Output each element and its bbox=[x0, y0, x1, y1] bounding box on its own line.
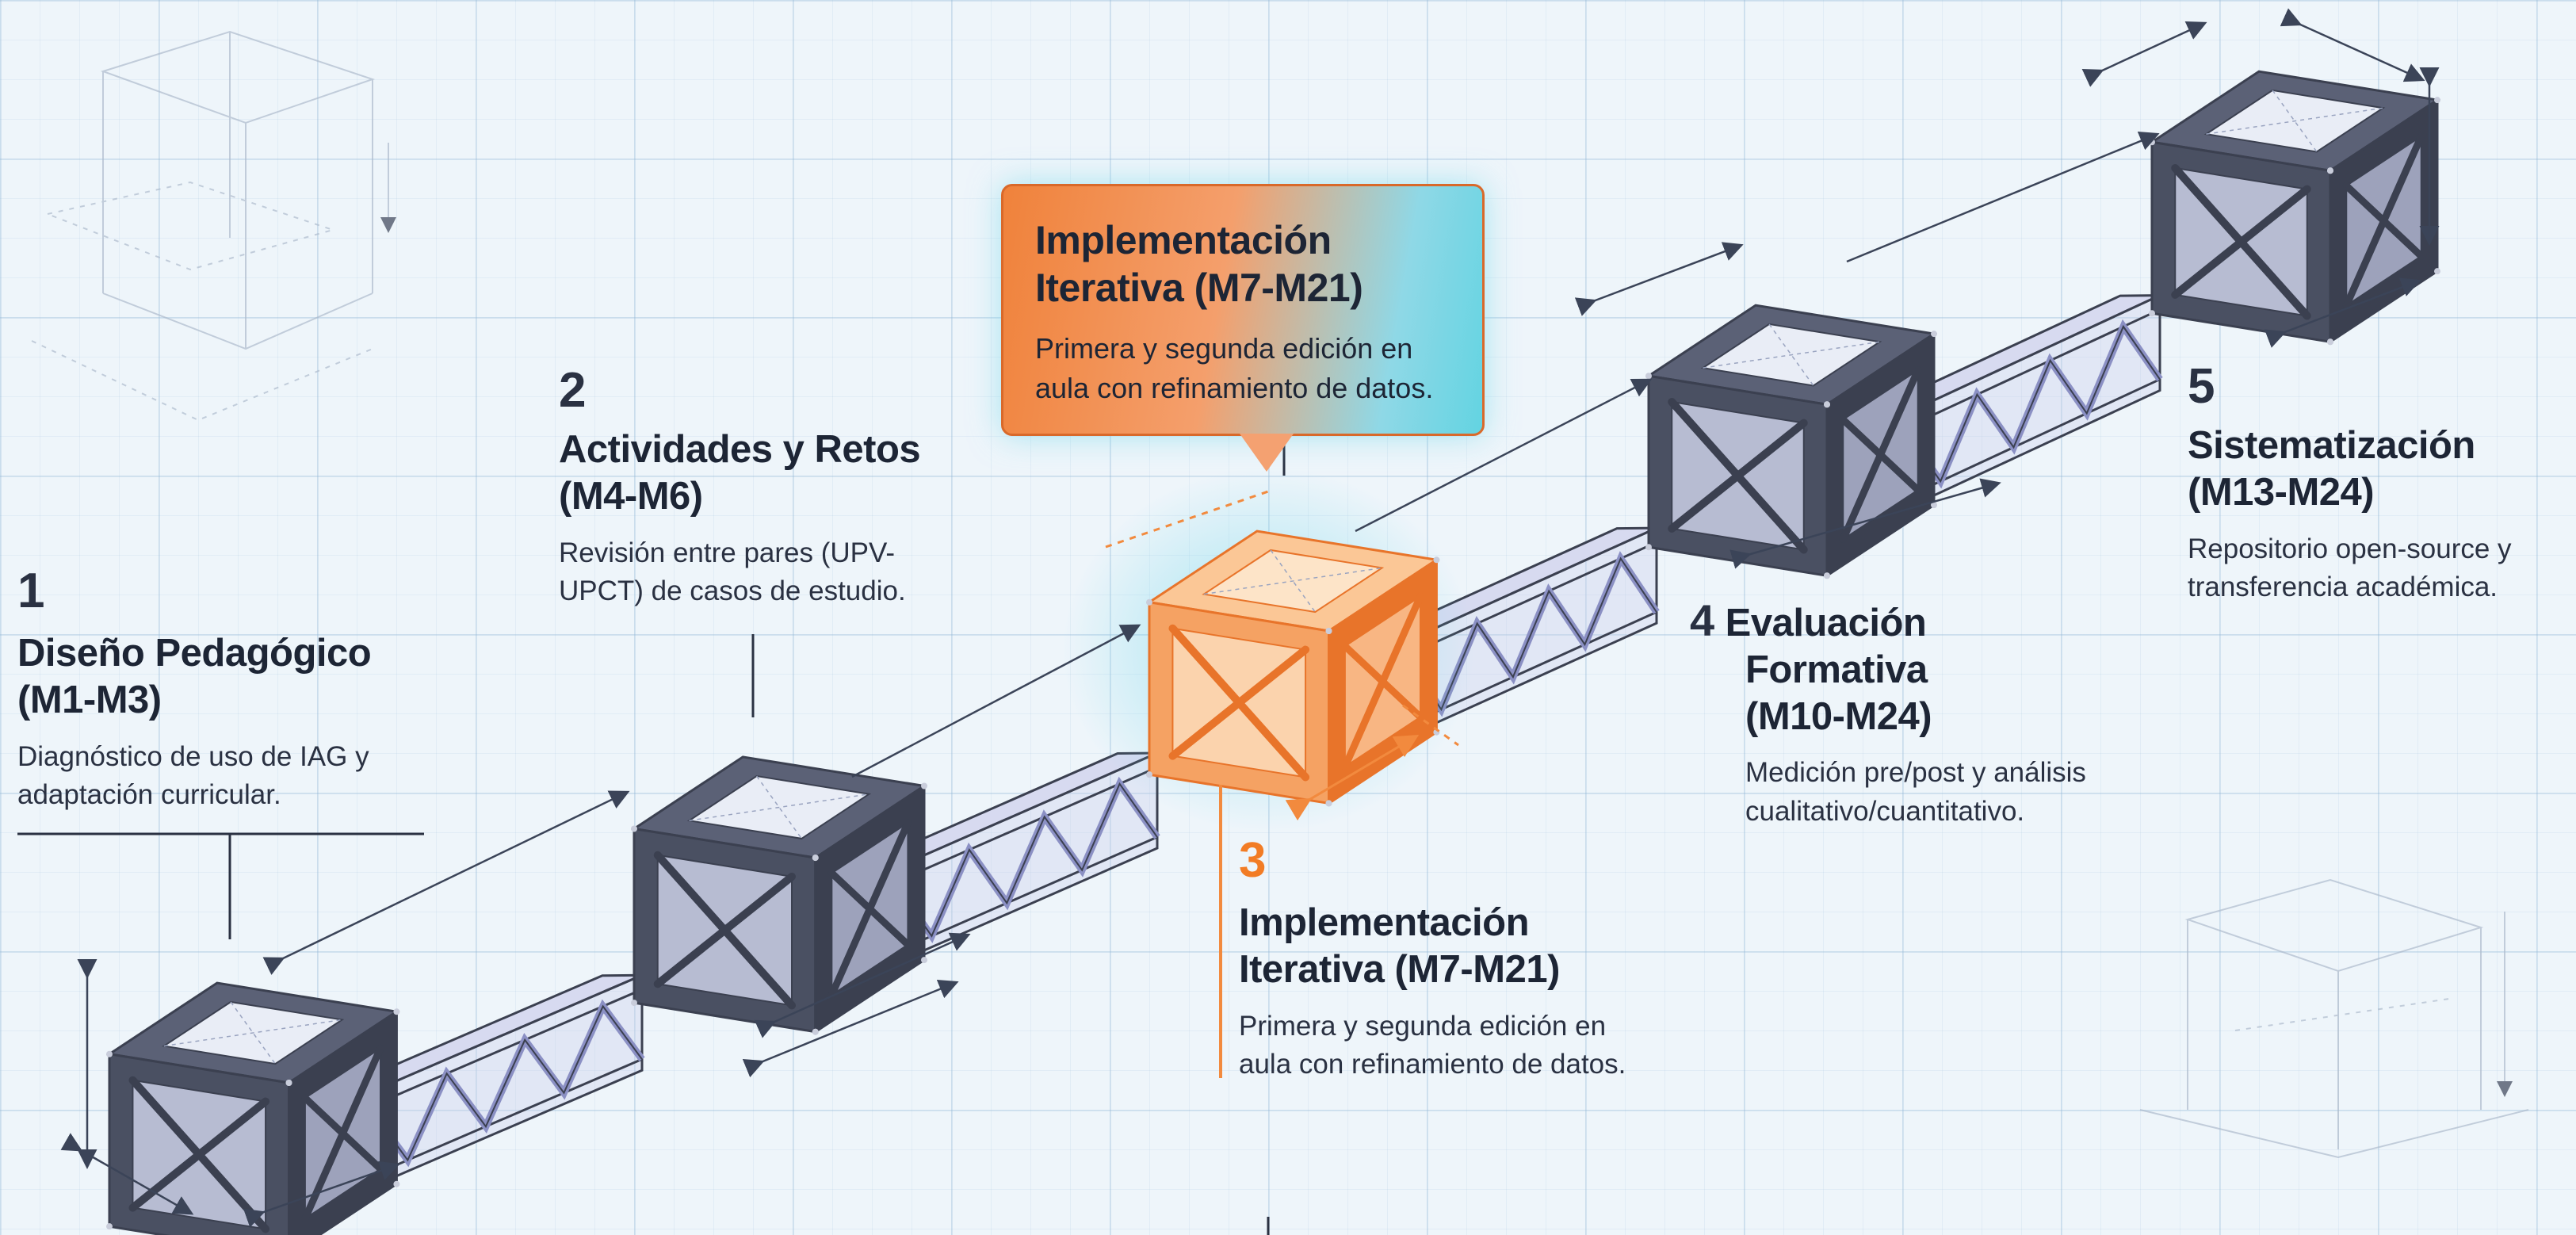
stage-3-desc-line-1: Primera y segunda edición en bbox=[1239, 1010, 1607, 1042]
dimension-lines-orange bbox=[1105, 490, 1459, 821]
truss-node-2 bbox=[630, 755, 928, 1035]
stage-4-desc-line-1: Medición pre/post y análisis bbox=[1745, 757, 2086, 789]
stage-4-number: 4 bbox=[1690, 595, 1714, 645]
stage-4-desc-line-2: cualitativo/cuantitativo. bbox=[1745, 795, 2025, 827]
stage-2-number: 2 bbox=[559, 363, 587, 418]
stage-1-number: 1 bbox=[17, 564, 45, 618]
callout-desc-line-2: aula con refinamiento de datos. bbox=[1035, 371, 1434, 404]
stage-1-title-line-1: Diseño Pedagógico bbox=[17, 632, 372, 675]
stage-5-label: 5 Sistematización (M13-M24) Repositorio … bbox=[2188, 362, 2560, 606]
background-wireframe-right bbox=[2139, 878, 2529, 1159]
stage-2-title-line-2: (M4-M6) bbox=[559, 474, 703, 518]
stage-5-title-line-1: Sistematización bbox=[2188, 424, 2475, 467]
stage-4-title-line-1: Evaluación bbox=[1725, 602, 1927, 644]
background-wireframe-left bbox=[31, 30, 396, 422]
stage-3-desc-line-2: aula con refinamiento de datos. bbox=[1239, 1048, 1626, 1080]
stage-1-title-line-2: (M1-M3) bbox=[17, 678, 162, 721]
stage-3-label: 3 Implementación Iterativa (M7-M21) Prim… bbox=[1239, 836, 1746, 1084]
stage-1-desc-line-1: Diagnóstico de uso de IAG y bbox=[17, 740, 369, 772]
stage-4-label: 4 Evaluación Formativa (M10-M24) Medición… bbox=[1690, 598, 2181, 831]
stage-5-title-line-2: (M13-M24) bbox=[2188, 470, 2375, 514]
stage-4-title-line-3: (M10-M24) bbox=[1745, 694, 1932, 738]
stage-3-title-line-2: Iterativa (M7-M21) bbox=[1239, 947, 1560, 991]
stage-2-desc-line-2: UPCT) de casos de estudio. bbox=[559, 575, 906, 606]
stage-1-label: 1 Diseño Pedagógico (M1-M3) Diagnóstico … bbox=[17, 567, 461, 814]
stage-5-desc-line-2: transferencia académica. bbox=[2188, 571, 2498, 602]
truss-nodes bbox=[105, 70, 2441, 1235]
stage-3-number: 3 bbox=[1239, 833, 1267, 888]
stage-2-desc-line-1: Revisión entre pares (UPV- bbox=[559, 537, 896, 568]
stage-5-number: 5 bbox=[2188, 359, 2215, 414]
stage-5-desc-line-1: Repositorio open-source y bbox=[2188, 533, 2512, 564]
stage-4-title-line-2: Formativa bbox=[1745, 648, 1928, 691]
stage-1-desc-line-2: adaptación curricular. bbox=[17, 778, 281, 810]
callout-desc-line-1: Primera y segunda edición en bbox=[1035, 332, 1413, 365]
dimension-lines bbox=[60, 8, 2440, 1228]
callout-title-line-1: Implementación bbox=[1035, 218, 1332, 262]
truss-node-1 bbox=[105, 981, 400, 1235]
callout-title-line-2: Iterativa (M7-M21) bbox=[1035, 266, 1363, 310]
highlight-callout: Implementación Iterativa (M7-M21) Primer… bbox=[1001, 184, 1485, 472]
truss-node-4 bbox=[1645, 304, 1938, 579]
stage-2-label: 2 Actividades y Retos (M4-M6) Revisión e… bbox=[559, 366, 1003, 610]
truss-node-5 bbox=[2148, 70, 2441, 346]
stage-3-title-line-1: Implementación bbox=[1239, 901, 1530, 944]
stage-2-title-line-1: Actividades y Retos bbox=[559, 428, 921, 471]
